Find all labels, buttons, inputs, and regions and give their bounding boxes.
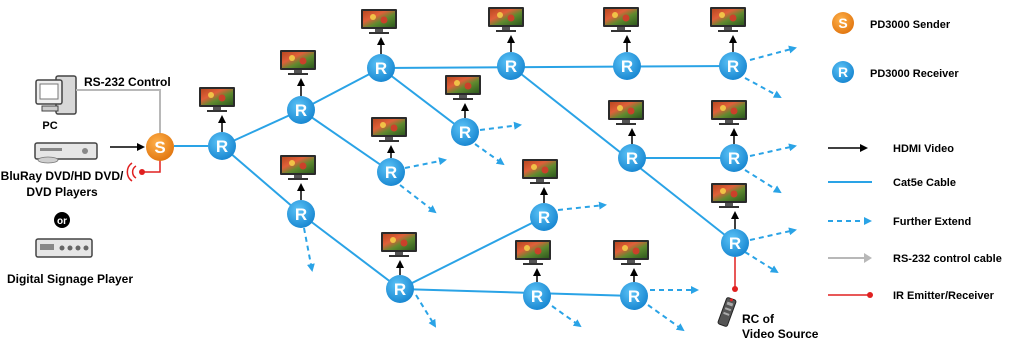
svg-text:R: R bbox=[838, 64, 848, 80]
or-badge bbox=[54, 212, 70, 228]
legend-sender-label: PD3000 Sender bbox=[870, 19, 951, 31]
rc-label-line1: RC of bbox=[742, 312, 775, 326]
svg-text:S: S bbox=[154, 138, 165, 157]
svg-text:R: R bbox=[505, 57, 517, 76]
legend-ir: IR Emitter/Receiver bbox=[828, 290, 995, 302]
svg-text:R: R bbox=[216, 137, 228, 156]
tv-icon bbox=[381, 232, 417, 257]
legend-ir-label: IR Emitter/Receiver bbox=[893, 290, 995, 302]
bluray-label-line2: DVD Players bbox=[26, 185, 98, 199]
tv-icon bbox=[280, 155, 316, 180]
tv-icon bbox=[199, 87, 235, 112]
legend-rs232-label: RS-232 control cable bbox=[893, 253, 1002, 265]
tv-icon bbox=[515, 240, 551, 265]
legend-extend-label: Further Extend bbox=[893, 216, 971, 228]
tv-icon bbox=[488, 7, 524, 32]
receiver-node: R bbox=[451, 118, 479, 146]
bluray-label-line1: BluRay DVD/HD DVD/ bbox=[1, 169, 124, 183]
tv-icon bbox=[361, 9, 397, 34]
receiver-node: R bbox=[530, 203, 558, 231]
legend-receiver-label: PD3000 Receiver bbox=[870, 68, 959, 80]
tv-icon bbox=[522, 159, 558, 184]
pc-icon bbox=[35, 75, 77, 115]
legend-rs232: RS-232 control cable bbox=[828, 253, 1002, 265]
receiver-node: R bbox=[497, 52, 525, 80]
bluray-player-icon bbox=[34, 142, 98, 164]
receiver-node: R bbox=[719, 52, 747, 80]
tv-icon bbox=[445, 75, 481, 100]
tv-icon bbox=[280, 50, 316, 75]
svg-text:S: S bbox=[838, 15, 847, 31]
legend-cat5e-label: Cat5e Cable bbox=[893, 177, 956, 189]
legend-receiver: R PD3000 Receiver bbox=[832, 61, 959, 83]
svg-text:R: R bbox=[375, 59, 387, 78]
tv-icon bbox=[711, 183, 747, 208]
svg-text:R: R bbox=[538, 208, 550, 227]
svg-text:R: R bbox=[626, 149, 638, 168]
svg-text:R: R bbox=[727, 57, 739, 76]
legend-hdmi: HDMI Video bbox=[828, 143, 954, 155]
svg-text:R: R bbox=[295, 101, 307, 120]
tv-icon bbox=[710, 7, 746, 32]
signage-player-icon bbox=[35, 238, 93, 258]
extend-arrows bbox=[303, 45, 797, 332]
svg-text:R: R bbox=[394, 280, 406, 299]
sender-node: S bbox=[146, 133, 174, 161]
receiver-node: R bbox=[620, 282, 648, 310]
receiver-node: R bbox=[287, 200, 315, 228]
tv-icon bbox=[608, 100, 644, 125]
receiver-node: R bbox=[721, 229, 749, 257]
legend-extend: Further Extend bbox=[828, 216, 971, 228]
signage-label: Digital Signage Player bbox=[7, 272, 133, 286]
svg-text:R: R bbox=[295, 205, 307, 224]
remote-control-icon bbox=[717, 297, 737, 327]
receiver-nodes: R R R R R R R R R R R R R R R R bbox=[208, 52, 749, 310]
svg-text:R: R bbox=[459, 123, 471, 142]
receiver-node: R bbox=[523, 282, 551, 310]
tv-icon bbox=[603, 7, 639, 32]
legend-cat5e: Cat5e Cable bbox=[828, 177, 956, 189]
svg-text:R: R bbox=[728, 149, 740, 168]
rs232-label: RS-232 Control bbox=[84, 75, 171, 89]
svg-text:R: R bbox=[385, 163, 397, 182]
tv-icon bbox=[613, 240, 649, 265]
receiver-node: R bbox=[618, 144, 646, 172]
or-label: or bbox=[57, 216, 67, 227]
tv-icon bbox=[711, 100, 747, 125]
svg-text:R: R bbox=[621, 57, 633, 76]
receiver-node: R bbox=[720, 144, 748, 172]
legend: S PD3000 Sender R PD3000 Receiver HDMI V… bbox=[828, 12, 1002, 302]
svg-text:R: R bbox=[531, 287, 543, 306]
receiver-node: R bbox=[377, 158, 405, 186]
displays bbox=[199, 7, 747, 282]
receiver-node: R bbox=[367, 54, 395, 82]
sources: PC RS-232 Control BluRay DVD/HD DVD/ DVD… bbox=[1, 75, 208, 286]
svg-text:R: R bbox=[729, 234, 741, 253]
svg-text:R: R bbox=[628, 287, 640, 306]
receiver-node: R bbox=[386, 275, 414, 303]
legend-hdmi-label: HDMI Video bbox=[893, 143, 954, 155]
receiver-node: R bbox=[287, 96, 315, 124]
receiver-node: R bbox=[208, 132, 236, 160]
legend-sender: S PD3000 Sender bbox=[832, 12, 951, 34]
receiver-node: R bbox=[613, 52, 641, 80]
tv-icon bbox=[371, 117, 407, 142]
rc-label-line2: Video Source bbox=[742, 327, 819, 341]
pc-label: PC bbox=[42, 120, 57, 132]
